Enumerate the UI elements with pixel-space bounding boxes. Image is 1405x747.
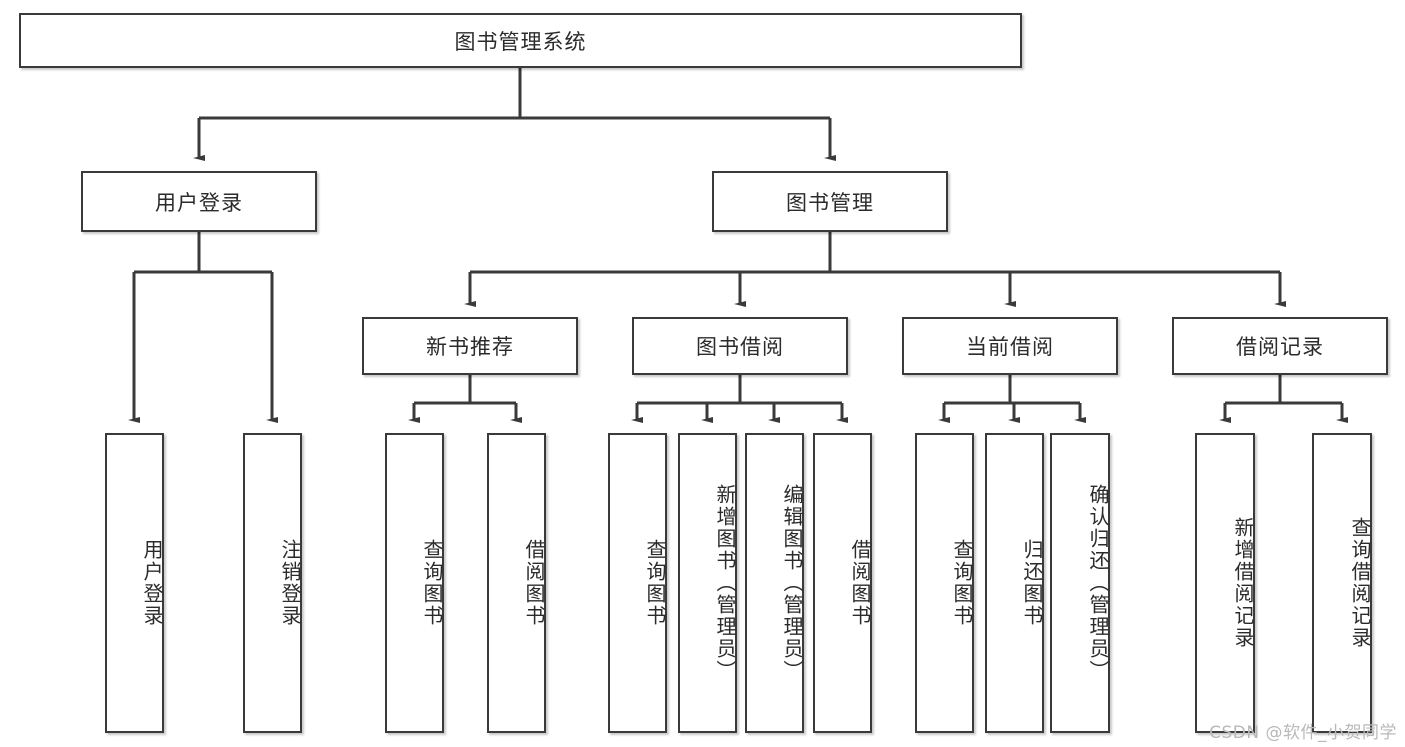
node-leaf-user-logout[interactable]: 注销登录 — [243, 433, 302, 733]
node-label: 图书管理 — [786, 190, 874, 215]
node-label: 查询图书 — [420, 539, 444, 627]
node-leaf-add-book-admin[interactable]: 新增图书（管理员） — [678, 433, 737, 733]
node-book-borrow[interactable]: 图书借阅 — [632, 317, 848, 375]
node-leaf-return-book[interactable]: 归还图书 — [985, 433, 1044, 733]
node-label: 用户登录 — [140, 539, 164, 627]
node-label: 查询图书 — [950, 539, 974, 627]
node-label: 新书推荐 — [426, 335, 514, 359]
node-label: 归还图书 — [1020, 539, 1044, 627]
node-label: 图书借阅 — [696, 335, 784, 359]
node-label: 借阅图书 — [848, 539, 872, 627]
node-leaf-query-book-bb[interactable]: 查询图书 — [608, 433, 667, 733]
node-label: 注销登录 — [278, 539, 302, 627]
node-leaf-confirm-return-admin[interactable]: 确认归还（管理员） — [1050, 433, 1110, 733]
node-new-book-rec[interactable]: 新书推荐 — [362, 317, 578, 375]
node-leaf-query-borrow-record[interactable]: 查询借阅记录 — [1312, 433, 1372, 733]
node-label: 当前借阅 — [966, 335, 1054, 359]
node-user-login[interactable]: 用户登录 — [81, 171, 317, 232]
node-leaf-add-borrow-record[interactable]: 新增借阅记录 — [1195, 433, 1255, 733]
node-label: 查询图书 — [643, 539, 667, 627]
node-current-borrow[interactable]: 当前借阅 — [902, 317, 1118, 375]
node-leaf-user-login[interactable]: 用户登录 — [105, 433, 164, 733]
node-label: 借阅图书 — [522, 539, 546, 627]
node-leaf-edit-book-admin[interactable]: 编辑图书（管理员） — [745, 433, 804, 733]
node-label: 新增图书（管理员） — [713, 484, 737, 682]
node-label: 借阅记录 — [1236, 335, 1324, 359]
node-leaf-borrow-book-bb[interactable]: 借阅图书 — [813, 433, 872, 733]
node-leaf-query-book-cb[interactable]: 查询图书 — [915, 433, 974, 733]
watermark: CSDN @软件_小贺同学 — [1209, 723, 1397, 743]
node-label: 用户登录 — [155, 190, 243, 215]
node-label: 查询借阅记录 — [1348, 517, 1372, 649]
node-label: 确认归还（管理员） — [1086, 484, 1110, 682]
node-borrow-record[interactable]: 借阅记录 — [1172, 317, 1388, 375]
node-leaf-query-book-rec[interactable]: 查询图书 — [385, 433, 444, 733]
node-root[interactable]: 图书管理系统 — [19, 13, 1022, 68]
node-label: 新增借阅记录 — [1231, 517, 1255, 649]
node-book-manage[interactable]: 图书管理 — [712, 171, 948, 232]
node-leaf-borrow-book-rec[interactable]: 借阅图书 — [487, 433, 546, 733]
node-label: 图书管理系统 — [454, 29, 587, 54]
node-label: 编辑图书（管理员） — [780, 484, 804, 682]
